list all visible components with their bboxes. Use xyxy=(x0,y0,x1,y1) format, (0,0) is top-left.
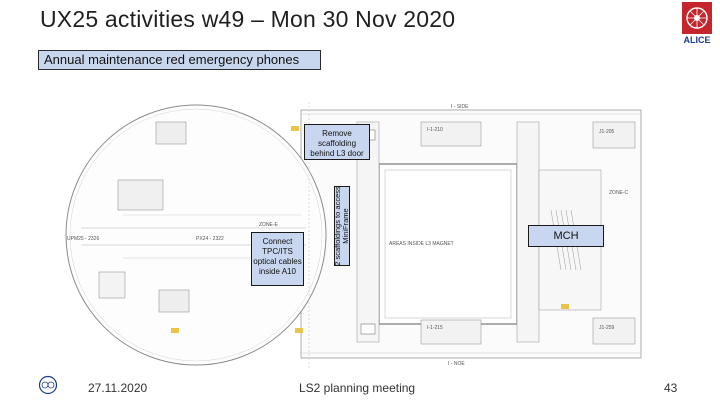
logo-label: ALICE xyxy=(683,35,711,45)
callout-scaffoldings-text: 2 scaffoldings to access MiniFrame xyxy=(333,186,350,266)
left-label-0: UPM25 - 2326 xyxy=(67,236,99,242)
room-label-0: I-1-210 xyxy=(427,127,443,133)
cern-logo-icon xyxy=(38,375,58,395)
side-top-label: I - SIDE xyxy=(451,104,469,110)
alice-logo-icon xyxy=(682,2,712,34)
callout-mch: MCH xyxy=(528,225,604,247)
magnet-area-label: AREAS INSIDE L3 MAGNET xyxy=(389,241,454,247)
callout-remove-scaffolding: Remove scaffolding behind L3 door xyxy=(304,124,370,160)
zone-right-label: ZONE-C xyxy=(609,190,629,196)
footer-date: 27.11.2020 xyxy=(88,381,148,395)
side-bottom-label: I - NOE xyxy=(448,361,465,367)
left-label-1: PX24 - 2322 xyxy=(196,236,224,242)
room-label-2: I-1-215 xyxy=(427,325,443,331)
callout-scaffoldings: 2 scaffoldings to access MiniFrame xyxy=(333,186,350,266)
activity-banner: Annual maintenance red emergency phones xyxy=(38,50,321,70)
room-label-1: J1-205 xyxy=(599,129,615,135)
footer-meeting: LS2 planning meeting xyxy=(299,381,416,395)
callout-connect-cables: Connect TPC/ITS optical cables inside A1… xyxy=(251,232,304,286)
footer-page-number: 43 xyxy=(664,381,678,395)
slide-title: UX25 activities w49 – Mon 30 Nov 2020 xyxy=(40,6,456,32)
zone-left-label: ZONE-E xyxy=(259,222,279,228)
room-label-3: J1-259 xyxy=(599,325,615,331)
